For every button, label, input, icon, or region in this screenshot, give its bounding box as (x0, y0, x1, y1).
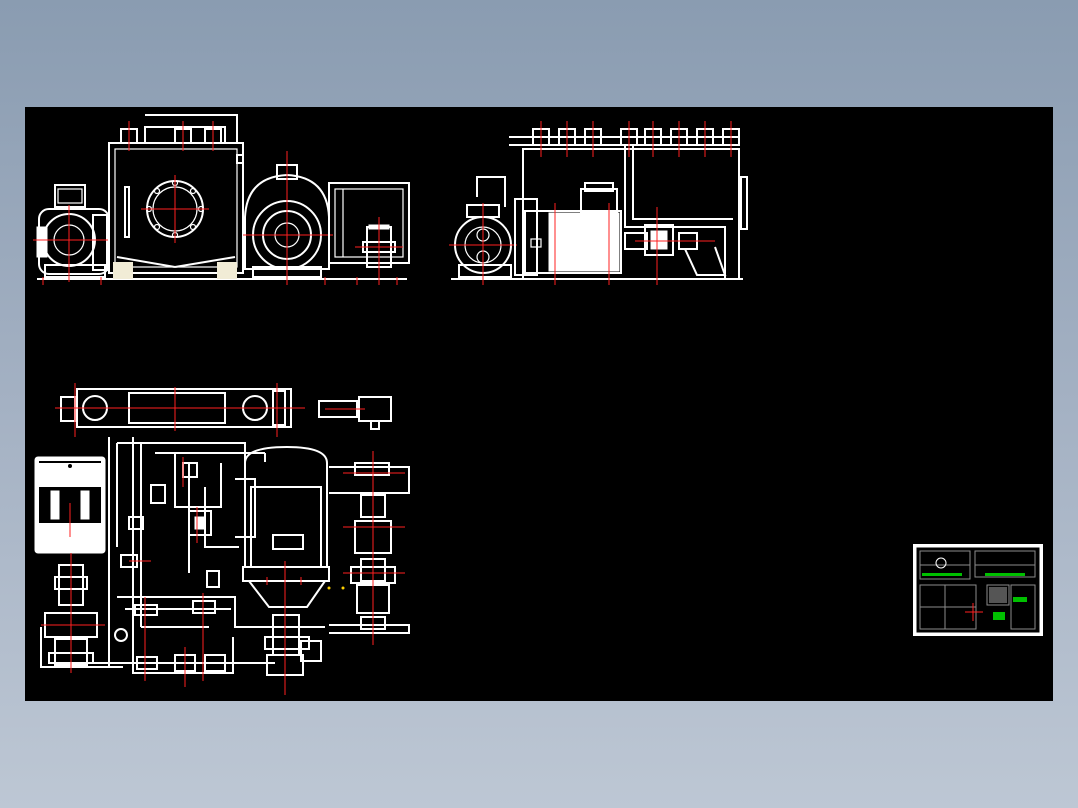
side-elevation-view (449, 121, 748, 285)
front-elevation-view (33, 114, 410, 285)
booster-pump (624, 207, 727, 285)
outlet-valve (355, 217, 403, 285)
centrifugal-pump (243, 151, 333, 285)
central-vessel (242, 445, 345, 695)
left-pump (33, 184, 110, 282)
control-cabinet (34, 456, 106, 554)
left-pump-stack (40, 553, 123, 673)
filter-tank (108, 114, 244, 279)
side-pump (449, 176, 517, 285)
right-pump-stack (329, 451, 410, 645)
horizontal-cylinder (55, 383, 305, 437)
plan-view (34, 383, 410, 695)
top-valves (532, 121, 740, 157)
electric-motor (514, 182, 622, 285)
drawing-canvas[interactable] (25, 107, 1053, 701)
sheet-thumbnail[interactable] (913, 544, 1043, 636)
